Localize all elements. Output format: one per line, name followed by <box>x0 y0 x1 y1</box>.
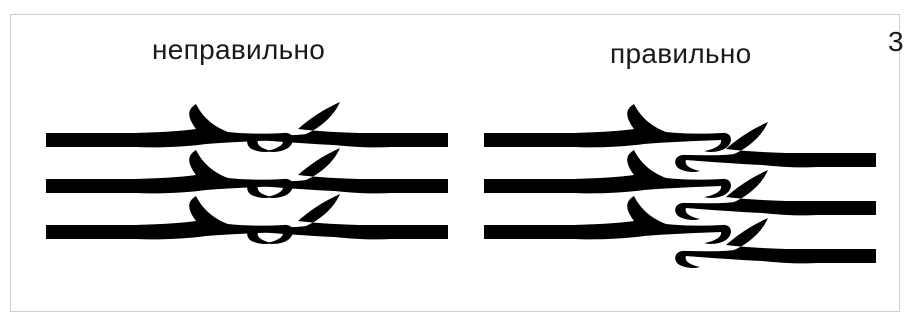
incorrect-right-shingle-3 <box>247 194 448 244</box>
incorrect-right-shingle-1 <box>247 102 448 152</box>
correct-left-shingle-1 <box>484 104 731 152</box>
correct-right-shingle-1 <box>675 122 876 172</box>
correct-right-stack <box>675 122 876 268</box>
incorrect-right-shingle-2 <box>247 148 448 198</box>
correct-left-stack <box>484 104 731 244</box>
correct-right-shingle-2 <box>675 170 876 220</box>
incorrect-left-stack <box>46 104 293 244</box>
incorrect-right-stack <box>247 102 448 244</box>
